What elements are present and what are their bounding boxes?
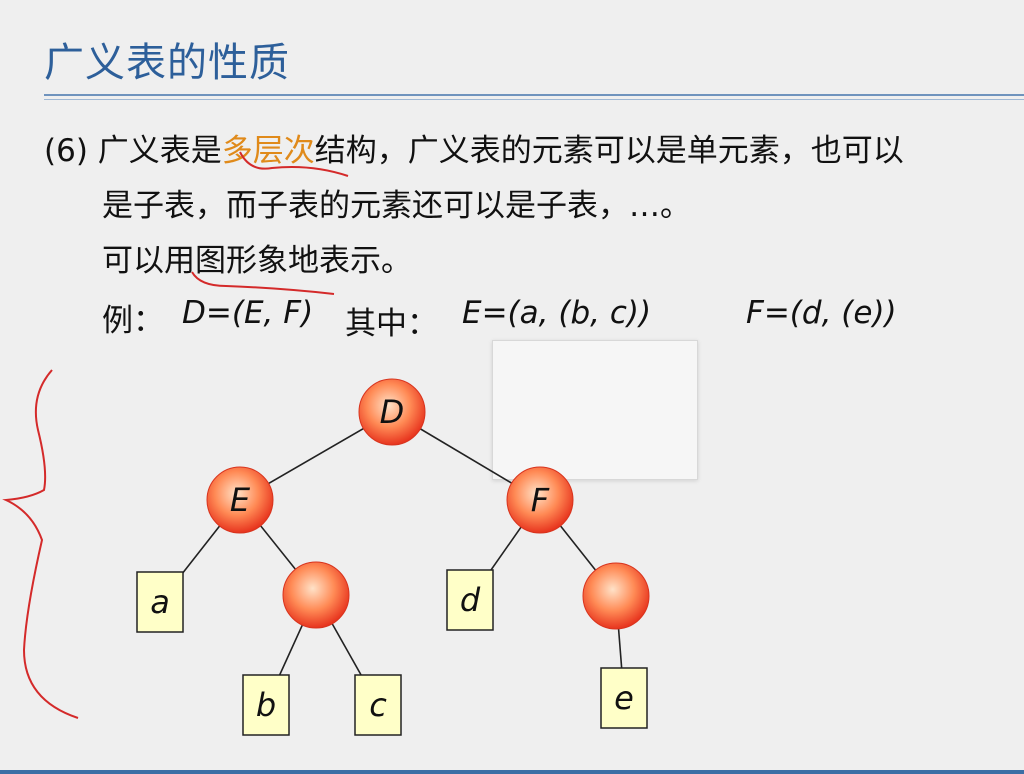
list-node-F: F xyxy=(506,466,574,534)
slide-title: 广义表的性质 xyxy=(44,40,290,86)
leaf-box xyxy=(446,569,494,631)
list-node-S2 xyxy=(582,562,650,630)
title-rule xyxy=(44,94,1024,96)
node-label: F xyxy=(531,481,550,519)
node-circle xyxy=(582,562,650,630)
text-line-1: (6) 广义表是多层次结构，广义表的元素可以是单元素，也可以 xyxy=(44,125,904,170)
atom-node-a: a xyxy=(136,571,184,633)
node-label: e xyxy=(614,679,634,717)
node-label: d xyxy=(460,581,481,619)
list-node-E: E xyxy=(206,466,274,534)
list-node-S1 xyxy=(282,561,350,629)
leaf-box xyxy=(354,674,402,736)
node-label: a xyxy=(150,583,170,621)
atom-node-e: e xyxy=(600,667,648,729)
example-d: D=(E, F) xyxy=(182,295,314,331)
example-mid: 其中： xyxy=(345,306,438,342)
title-rule-thin xyxy=(44,99,1024,100)
atom-node-b: b xyxy=(242,674,290,736)
overlay-panel xyxy=(492,340,698,480)
list-node-D: D xyxy=(358,378,426,446)
node-label: E xyxy=(230,481,251,519)
tree-nodes: D E Fa d b c e xyxy=(136,378,650,736)
leaf-box xyxy=(242,674,290,736)
highlight-text: 多层次 xyxy=(221,133,315,169)
line1-prefix: (6) 广义表是 xyxy=(44,133,222,169)
node-circle xyxy=(358,378,426,446)
atom-node-d: d xyxy=(446,569,494,631)
node-label: D xyxy=(380,393,405,431)
node-label: b xyxy=(256,686,276,724)
node-circle xyxy=(206,466,274,534)
text-line-2: 是子表，而子表的元素还可以是子表，…。 xyxy=(102,188,691,224)
leaf-box xyxy=(600,667,648,729)
example-f: F=(d, (e)) xyxy=(746,295,897,331)
node-circle xyxy=(282,561,350,629)
brace-annotation xyxy=(2,369,79,719)
tree-edges xyxy=(159,411,625,706)
node-circle xyxy=(506,466,574,534)
text-line-3: 可以用图形象地表示。 xyxy=(102,243,412,279)
node-label: c xyxy=(369,686,387,724)
atom-node-c: c xyxy=(354,674,402,736)
line1-suffix: 结构，广义表的元素可以是单元素，也可以 xyxy=(314,133,904,169)
underline-annotation-2 xyxy=(191,271,335,295)
bottom-bar xyxy=(0,770,1024,774)
underline-annotation-1 xyxy=(239,151,349,177)
leaf-box xyxy=(136,571,184,633)
example-label: 例： xyxy=(102,303,164,339)
example-e: E=(a, (b, c)) xyxy=(462,295,652,331)
